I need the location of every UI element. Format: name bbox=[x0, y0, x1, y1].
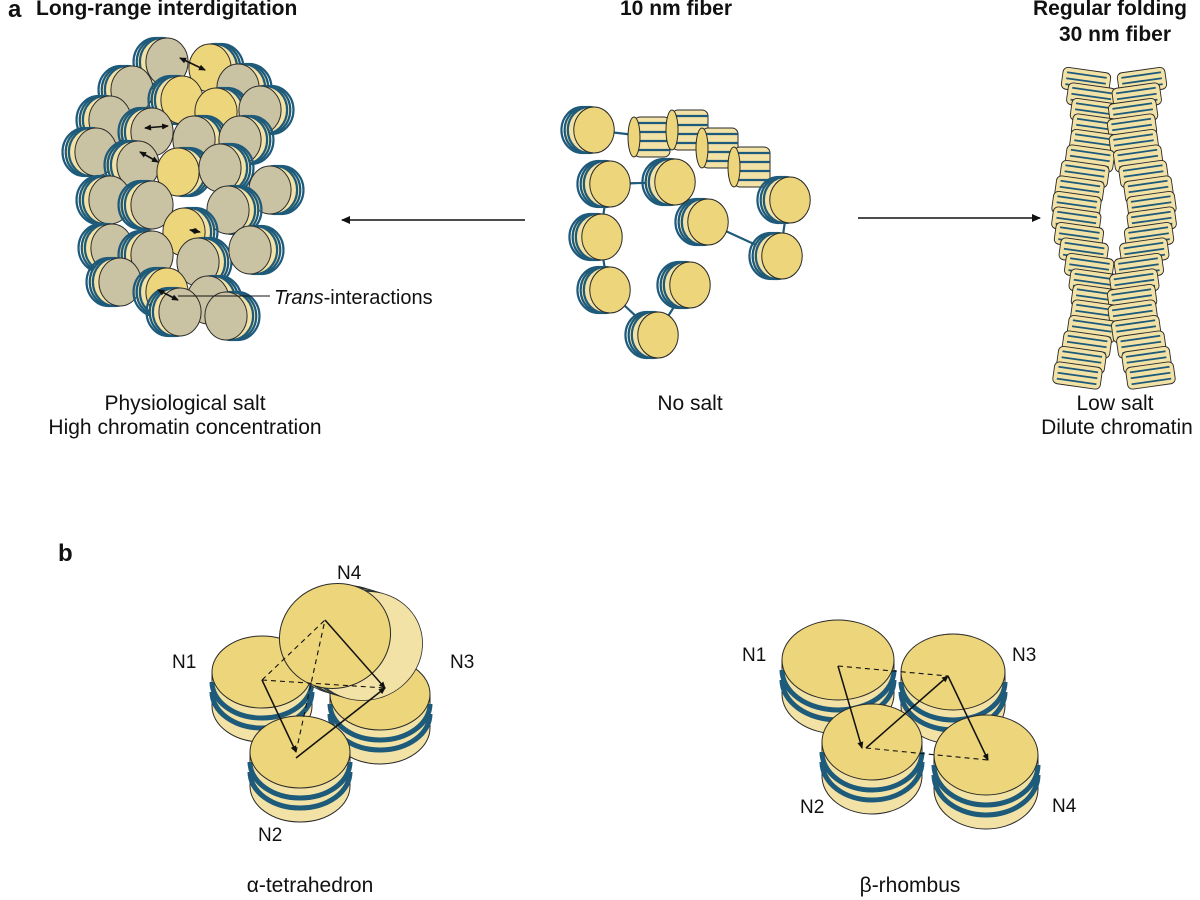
left-condition-2: High chromatin concentration bbox=[48, 416, 322, 439]
thirty-nm-fiber bbox=[1051, 66, 1177, 390]
tetra-nucleosome-n4 bbox=[278, 583, 423, 701]
alpha-tetrahedron-diagram bbox=[209, 583, 433, 823]
rhombus-nucleosome-n4 bbox=[931, 714, 1041, 830]
tetra-vector-1 bbox=[261, 679, 297, 753]
rhombus-caption: β-rhombus bbox=[859, 874, 961, 897]
cluster-nucleosome-29 bbox=[204, 290, 261, 342]
cluster-nucleosome-15 bbox=[198, 142, 255, 194]
tetra-label-n4: N4 bbox=[337, 563, 362, 584]
fiber-nucleosome-5 bbox=[727, 146, 771, 188]
fiber-nucleosome-9 bbox=[641, 157, 696, 207]
interdigitated-cluster bbox=[61, 36, 305, 342]
tetra-vector-3 bbox=[324, 619, 386, 689]
tetra-label-n1: N1 bbox=[172, 652, 197, 673]
rhombus-label-n4: N4 bbox=[1052, 796, 1077, 817]
rhombus-label-n3: N3 bbox=[1012, 645, 1037, 666]
trans-interaction-arrow-5 bbox=[157, 289, 179, 301]
tetra-dashed-edge-1 bbox=[261, 619, 326, 681]
cluster-nucleosome-24 bbox=[228, 224, 285, 276]
right-title-line2: 30 nm fiber bbox=[1058, 23, 1172, 46]
cluster-nucleosome-18 bbox=[117, 179, 174, 231]
tetra-nucleosome-n2 bbox=[247, 715, 353, 823]
fiber-nucleosome-10 bbox=[576, 159, 631, 209]
cluster-nucleosome-28 bbox=[145, 286, 202, 338]
tetra-dashed-edge-3 bbox=[295, 619, 326, 753]
tetrahedron-caption: α-tetrahedron bbox=[246, 874, 374, 897]
tetra-label-n2: N2 bbox=[258, 825, 283, 846]
beta-rhombus-diagram bbox=[779, 619, 1041, 830]
tetra-vector-2 bbox=[295, 687, 386, 759]
trans-interaction-arrow-1 bbox=[179, 57, 206, 71]
panel-b-letter: b bbox=[58, 540, 73, 567]
rhombus-label-n2: N2 bbox=[800, 797, 825, 818]
cluster-nucleosome-25 bbox=[85, 256, 142, 308]
fiber-nucleosome-12 bbox=[576, 265, 631, 315]
right-title-line1: Regular folding bbox=[1033, 0, 1187, 20]
middle-title: 10 nm fiber bbox=[620, 0, 733, 20]
trans-interaction-arrow-4 bbox=[189, 227, 201, 235]
rhombus-vector-1 bbox=[837, 665, 864, 749]
fiber-nucleosome-2 bbox=[627, 116, 671, 158]
rhombus-vector-3 bbox=[947, 675, 989, 761]
fiber30-nucleosome-40 bbox=[1125, 361, 1176, 390]
rhombus-nucleosome-n3 bbox=[898, 633, 1008, 745]
middle-condition: No salt bbox=[657, 392, 723, 415]
rhombus-dashed-edge-1 bbox=[837, 665, 949, 677]
fiber-nucleosome-1 bbox=[560, 105, 615, 155]
rhombus-vector-2 bbox=[865, 675, 949, 749]
fiber30-nucleosome-39 bbox=[1052, 361, 1103, 390]
trans-italic: Trans bbox=[274, 287, 324, 309]
right-condition-1: Low salt bbox=[1076, 392, 1154, 415]
panel-a-letter: a bbox=[8, 0, 22, 23]
left-condition-1: Physiological salt bbox=[104, 392, 266, 415]
cluster-nucleosome-19 bbox=[206, 184, 263, 236]
fiber-nucleosome-11 bbox=[568, 212, 623, 262]
tetra-dashed-edge-2 bbox=[261, 679, 386, 689]
left-title: Long-range interdigitation bbox=[36, 0, 298, 20]
trans-interactions-label: Trans-interactions bbox=[274, 286, 433, 310]
fiber-nucleosome-13 bbox=[656, 260, 711, 310]
fiber-nucleosome-14 bbox=[624, 310, 679, 360]
rhombus-dashed-edge-2 bbox=[865, 747, 989, 761]
ten-nm-fiber bbox=[560, 105, 811, 360]
fiber-nucleosome-7 bbox=[748, 231, 803, 281]
trans-rest: -interactions bbox=[323, 287, 433, 309]
fiber-nucleosome-8 bbox=[674, 197, 729, 247]
rhombus-label-n1: N1 bbox=[742, 645, 767, 666]
rhombus-nucleosome-n2 bbox=[819, 703, 925, 815]
trans-interaction-arrow-2 bbox=[144, 123, 169, 131]
right-condition-2: Dilute chromatin bbox=[1041, 416, 1193, 439]
fiber-nucleosome-6 bbox=[756, 175, 811, 225]
tetra-label-n3: N3 bbox=[450, 652, 475, 673]
trans-interaction-arrow-3 bbox=[139, 151, 159, 163]
